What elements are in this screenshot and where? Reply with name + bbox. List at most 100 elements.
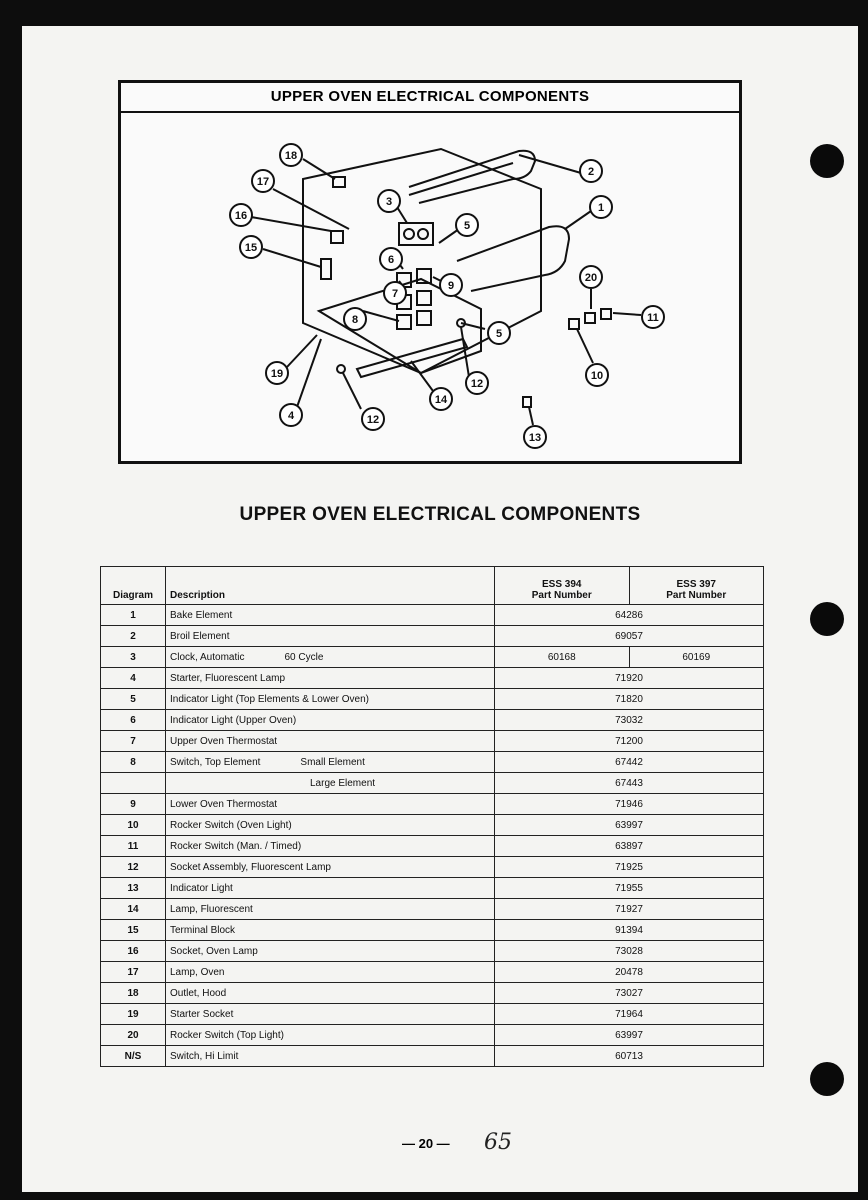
callout-6 — [379, 247, 403, 271]
callout-13 — [523, 425, 547, 449]
description-text: Outlet, Hood — [170, 987, 227, 999]
leader-line — [432, 276, 442, 282]
cell-diagram-number: 20 — [100, 1024, 166, 1046]
callout-label: 20 — [585, 272, 597, 284]
cell-diagram-number: 5 — [100, 688, 166, 710]
cell-part-number: 63897 — [494, 835, 764, 857]
cell-description: Starter, Fluorescent Lamp — [165, 667, 495, 689]
callout-label: 1 — [598, 202, 604, 214]
terminal-block-shape — [320, 258, 332, 280]
description-text: Socket Assembly, Fluorescent Lamp — [170, 861, 331, 873]
callout-label: 2 — [588, 166, 594, 178]
cell-diagram-number: 13 — [100, 877, 166, 899]
callout-10 — [585, 363, 609, 387]
callout-5b — [487, 321, 511, 345]
header-description: Description — [165, 566, 495, 605]
callout-label: 11 — [647, 312, 659, 324]
callout-16 — [229, 203, 253, 227]
switch-shape — [416, 290, 432, 306]
rocker-switch-shape — [568, 318, 580, 330]
cell-part-number: 71920 — [494, 667, 764, 689]
leader-line — [396, 206, 408, 224]
socket-shape — [336, 364, 346, 374]
description-text: Bake Element — [170, 609, 233, 621]
callout-label: 5 — [464, 220, 470, 232]
callout-3 — [377, 189, 401, 213]
cell-ess397-part: 60169 — [628, 646, 764, 668]
description-text: Upper Oven Thermostat — [170, 735, 278, 747]
cell-ess394-part: 60168 — [494, 646, 630, 668]
leader-line — [438, 228, 460, 244]
cell-diagram-number: 14 — [100, 898, 166, 920]
cell-description: Outlet, Hood — [165, 982, 495, 1004]
description-text: Indicator Light (Top Elements & Lower Ov… — [170, 693, 369, 705]
header-ess394: ESS 394 Part Number — [494, 566, 630, 605]
cell-part-number: 91394 — [494, 919, 764, 941]
cell-description: Starter Socket — [165, 1003, 495, 1025]
header-diagram: Diagram — [100, 566, 166, 605]
diagram-frame: UPPER OVEN ELECTRICAL COMPONENTS — [118, 80, 742, 464]
cell-description: Rocker Switch (Oven Light) — [165, 814, 495, 836]
callout-label: 10 — [591, 370, 603, 382]
callout-17 — [251, 169, 275, 193]
cell-part-number: 73027 — [494, 982, 764, 1004]
cell-description: Indicator Light — [165, 877, 495, 899]
cell-diagram-number: 3 — [100, 646, 166, 668]
callout-12 — [465, 371, 489, 395]
cell-description: Lower Oven Thermostat — [165, 793, 495, 815]
description-text: Rocker Switch (Top Light) — [170, 1029, 284, 1041]
cell-description: Indicator Light (Top Elements & Lower Ov… — [165, 688, 495, 710]
callout-label: 3 — [386, 196, 392, 208]
callout-label: 18 — [285, 150, 297, 162]
cell-description: Upper Oven Thermostat — [165, 730, 495, 752]
cell-diagram-number: 8 — [100, 751, 166, 773]
callout-label: 16 — [235, 210, 247, 222]
cell-diagram-number — [100, 772, 166, 794]
indicator-light-shape — [522, 396, 532, 408]
bake-element-shape — [456, 225, 571, 292]
leader-line — [576, 328, 594, 364]
table-row: 5 Indicator Light (Top Elements & Lower O… — [100, 688, 764, 710]
description-note: Large Element — [310, 777, 376, 789]
leader-line — [250, 216, 332, 232]
cell-part-number: 71820 — [494, 688, 764, 710]
cell-description: Switch, Hi Limit — [165, 1045, 495, 1067]
switch-shape — [416, 310, 432, 326]
description-text: Lower Oven Thermostat — [170, 798, 278, 810]
description-text: Indicator Light — [170, 882, 233, 894]
cell-diagram-number: 18 — [100, 982, 166, 1004]
callout-label: 12 — [471, 378, 483, 390]
callout-label: 5 — [496, 328, 502, 340]
callout-7 — [383, 281, 407, 305]
broil-element-shape — [408, 162, 514, 196]
table-row: 18 Outlet, Hood 73027 — [100, 982, 764, 1004]
callout-label: 13 — [529, 432, 541, 444]
callout-1 — [589, 195, 613, 219]
callout-11 — [641, 305, 665, 329]
cell-part-number: 71927 — [494, 898, 764, 920]
callout-8 — [343, 307, 367, 331]
panel-front-face — [316, 277, 482, 375]
cell-diagram-number: 9 — [100, 793, 166, 815]
oven-lamp-socket-shape — [330, 230, 344, 244]
cell-description: Rocker Switch (Man. / Timed) — [165, 835, 495, 857]
description-text: Switch, Top Element — [170, 756, 261, 768]
punch-hole — [810, 144, 844, 178]
callout-20 — [579, 265, 603, 289]
leader-line — [518, 154, 582, 174]
cell-part-number: 73028 — [494, 940, 764, 962]
cell-diagram-number: 11 — [100, 835, 166, 857]
leader-line — [612, 312, 642, 316]
